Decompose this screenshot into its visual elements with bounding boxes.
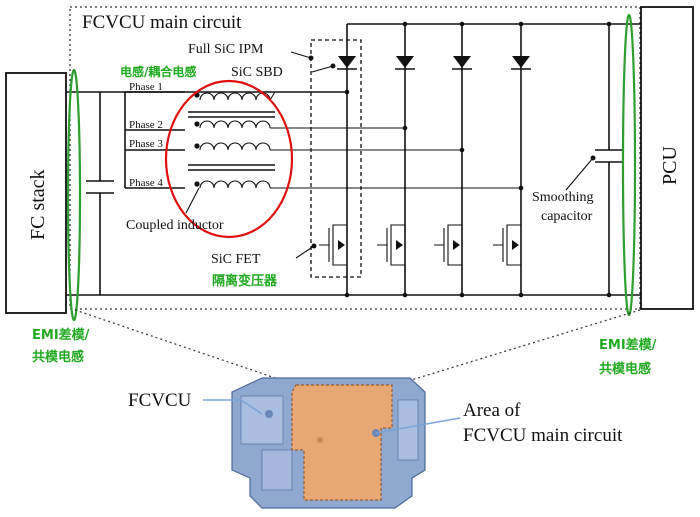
- area-label-line2: FCVCU main circuit: [463, 425, 623, 446]
- sic-sbd-label: SiC SBD: [231, 65, 283, 80]
- smoothing-capacitor-label-line2: capacitor: [541, 209, 593, 224]
- main-circuit-boundary: [69, 6, 641, 310]
- phase-4-label: Phase 4: [129, 177, 163, 189]
- emi-right-label-line2: 共模电感: [599, 361, 651, 377]
- emi-left-label-line2: 共模电感: [32, 349, 84, 365]
- emi-filter-left-ellipse: [66, 68, 82, 322]
- full-sic-ipm-box: [310, 39, 362, 278]
- emi-right-label-line1: EMI差模/: [599, 337, 657, 353]
- phase-legs: [337, 21, 531, 298]
- coupled-inductor-cn-label: 电感/耦合电感: [120, 64, 196, 79]
- main-circuit-area: [291, 384, 393, 501]
- emi-filter-right-ellipse: [621, 13, 637, 317]
- smoothing-capacitor-label-line1: Smoothing: [532, 190, 593, 205]
- fc-stack-label: FC stack: [27, 169, 49, 240]
- sic-fet-symbols: [319, 224, 521, 266]
- coupled-inductor-symbol: [185, 91, 521, 189]
- coupled-inductor-label: Coupled inductor: [126, 218, 224, 233]
- fcvcu-unit-image: [231, 377, 426, 509]
- full-sic-ipm-label: Full SiC IPM: [188, 42, 264, 57]
- main-circuit-title: FCVCU main circuit: [82, 12, 242, 33]
- phase-3-label: Phase 3: [129, 138, 163, 150]
- phase-2-label: Phase 2: [129, 119, 163, 131]
- isolation-transformer-cn-label: 隔离变压器: [212, 273, 278, 289]
- fcvcu-label: FCVCU: [128, 390, 192, 411]
- sic-fet-label: SiC FET: [211, 252, 261, 267]
- fc-stack-box: [5, 72, 67, 314]
- emi-left-label-line1: EMI差模/: [32, 327, 90, 343]
- input-capacitor: [86, 92, 114, 295]
- pcu-label: PCU: [659, 146, 681, 185]
- phase-1-label: Phase 1: [129, 81, 163, 93]
- pcu-box: [640, 6, 694, 310]
- coupled-inductor-highlight: [164, 79, 294, 239]
- area-label-line1: Area of: [463, 400, 521, 421]
- smoothing-capacitor-symbol: [595, 21, 623, 298]
